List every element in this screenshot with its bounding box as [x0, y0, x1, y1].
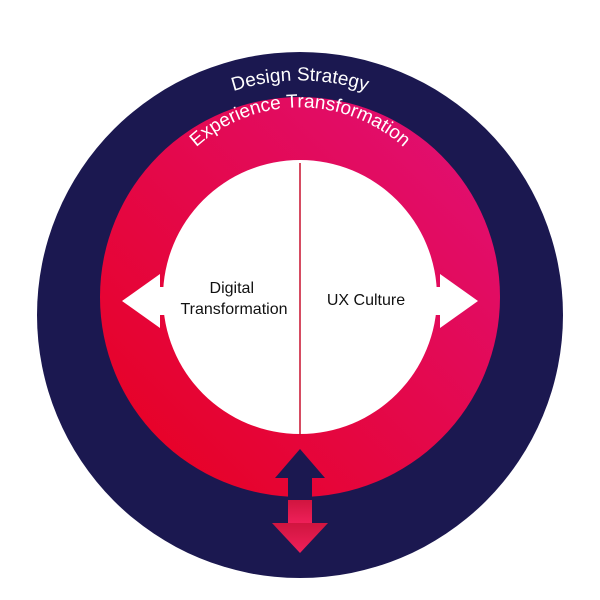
- digital-transformation-label: Digital Transformation: [181, 280, 288, 318]
- up-arrow-head: [275, 449, 325, 478]
- right-arrow-shaft: [420, 287, 442, 315]
- down-arrow-head: [272, 523, 328, 553]
- ux-culture-label: UX Culture: [327, 292, 405, 309]
- left-arrow-head: [122, 274, 160, 328]
- left-arrow-shaft: [158, 287, 180, 315]
- double-headed-vertical-arrow-icon: [272, 449, 328, 553]
- right-arrow-head: [440, 274, 478, 328]
- double-headed-horizontal-arrow-icon: [122, 274, 478, 328]
- up-arrow-shaft: [288, 477, 312, 500]
- down-arrow-shaft: [288, 500, 312, 524]
